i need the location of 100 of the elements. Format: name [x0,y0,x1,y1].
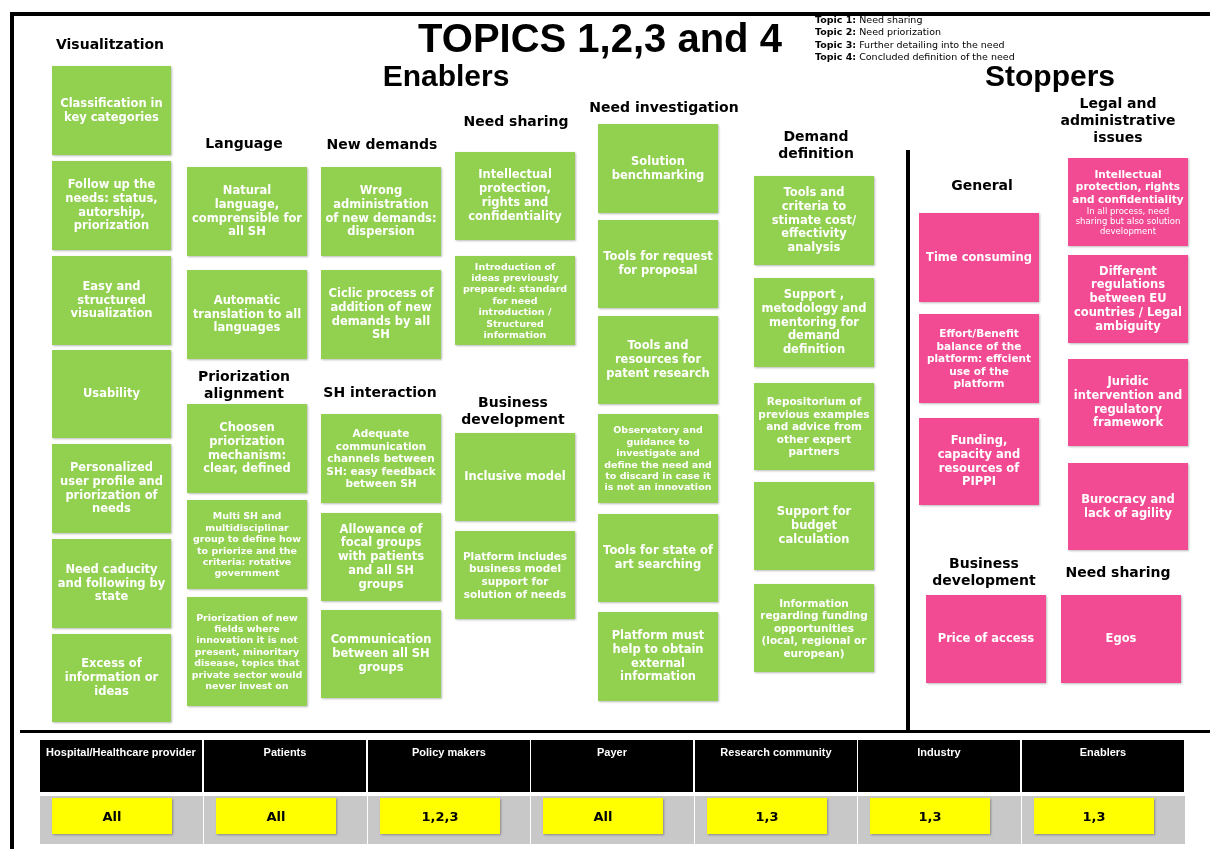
note-text: Choosen priorization mechanism: clear, defined [202,420,292,477]
note-text: Personalized user profile and priorization of needs [59,460,164,517]
section-heading: Enablers [381,58,511,94]
sticky-note [52,66,171,155]
sticky-note [919,418,1039,505]
note-text: Classification in key categories [59,96,164,125]
note-text: Intellectual protection, rights and confidentiality [467,168,563,224]
note-text: Juridic intervention and regulatory framework [1072,374,1184,431]
header-cell: Policy makers [368,740,530,792]
note-text: Platform must help to obtain external information [610,628,706,685]
topic-note: Topic 1: Need sharing [815,14,924,25]
sticky-note [1068,158,1188,246]
sticky-note [754,278,874,367]
column-heading: SH interaction [322,384,438,401]
section-heading: Stoppers [985,59,1116,94]
sticky-note [598,220,718,308]
note-text: Tools for state of art searching [602,544,714,572]
sticky-note [455,433,575,521]
note-text: Time consuming [926,250,1032,265]
column-heading: Language [204,135,284,152]
sticky-note [187,167,307,256]
note-text: Effort/Benefit balance of the platform: effcient use of the platform [925,327,1032,390]
note-text: Adequate communication channels between SH: easy feedback between SH [325,427,437,490]
sticky-note [321,270,441,359]
value-cell: All [216,798,336,834]
sticky-note [187,270,307,359]
topic-note: Topic 2: Need priorization [815,26,942,37]
sticky-note [187,500,307,589]
note-text: Platform includes business model support for solution of needs [461,549,569,601]
note-text: Support for budget calculation [775,505,853,547]
note-text: Funding, capacity and resources of PIPPI [936,433,1022,490]
column-heading: General [950,177,1014,194]
sticky-note [598,514,718,602]
value-cell: 1,3 [870,798,990,834]
sticky-note [52,256,171,345]
note-text: Price of access [937,632,1035,646]
header-cell: Industry [858,740,1020,792]
value-cell: 1,3 [1034,798,1154,834]
note-text: Tools and criteria to stimate cost/ effectivity analysis [770,186,858,255]
note-text: Multi SH and multidisciplinar group to define how to priorize and the criteria: rotative government [191,510,303,579]
sticky-note [52,634,171,722]
note-text: Tools and resources for patent research [605,339,711,381]
note-text: Tools for request for proposal [602,250,714,278]
sticky-note [598,124,718,213]
note-text: Allowance of focal groups with patients and all SH groups [337,522,425,592]
column-heading: New demands [325,136,439,153]
sticky-note [598,414,718,503]
note-text: Natural language, comprensible for all SH [191,183,303,240]
column-heading: Business development [931,555,1037,589]
note-text: Burocracy and lack of agility [1080,492,1176,521]
sticky-note [455,531,575,619]
header-cell: Patients [204,740,366,792]
note-text: Excess of information or ideas [63,657,160,699]
sticky-note [754,176,874,265]
sticky-note [187,597,307,706]
column-heading: Priorization alignment [197,368,291,402]
header-cell: Enablers [1022,740,1184,792]
note-text: Information regarding funding opportunities (local, regional or european) [759,596,869,660]
sticky-note [1068,359,1188,446]
topic-note: Topic 3: Further detailing into the need [815,39,1006,50]
sticky-note [754,482,874,570]
note-text: Wrong administration of new demands: dispersion [325,183,437,240]
value-cell: All [543,798,663,834]
sticky-note [455,256,575,345]
note-text: Need caducity and following by state [56,562,167,605]
note-text: Introduction of ideas previously prepared: standard for need introduction / Structured information [461,260,569,341]
sticky-note [754,383,874,470]
column-heading: Business development [460,394,566,428]
note-text: Ciclic process of addition of new demands by all SH [327,286,435,343]
value-cell: 1,3 [707,798,827,834]
topic-note: Topic 4: Concluded definition of the need [815,51,1016,62]
note-text: Different regulations between EU countries / Legal ambiguity [1072,264,1184,334]
value-cell: 1,2,3 [380,798,500,834]
sticky-note [754,584,874,672]
sticky-note [321,610,441,698]
column-heading: Need sharing [1064,564,1172,581]
column-heading: Visualitzation [54,36,166,53]
value-cell: All [52,798,172,834]
note-subtext: In all process, need sharing but also solution development [1074,205,1182,237]
note-text: Inclusive model [464,470,566,484]
sticky-note [321,513,441,601]
column-heading: Legal and administrative issues [1059,95,1177,146]
sticky-note [926,595,1046,683]
note-text: Automatic translation to all languages [191,293,303,336]
note-text: Usability [83,387,140,401]
sticky-note [52,161,171,250]
note-text: Observatory and guidance to investigate and define the need and to discard in case it is not an innovation [603,424,713,493]
sticky-note [1068,463,1188,550]
sticky-note [321,167,441,256]
sticky-note [321,414,441,503]
note-text: Support , metodology and mentoring for demand definition [760,288,868,357]
sticky-note [919,314,1039,403]
note-text: Follow up the needs: status, autorship, priorization [64,177,159,234]
sticky-note [919,213,1039,302]
sticky-note [455,152,575,240]
note-text: Easy and structured visualization [69,279,154,322]
column-heading: Need sharing [462,113,570,130]
note-text: Solution benchmarking [610,154,706,183]
column-heading: Need investigation [589,99,739,116]
sticky-note [52,350,171,438]
